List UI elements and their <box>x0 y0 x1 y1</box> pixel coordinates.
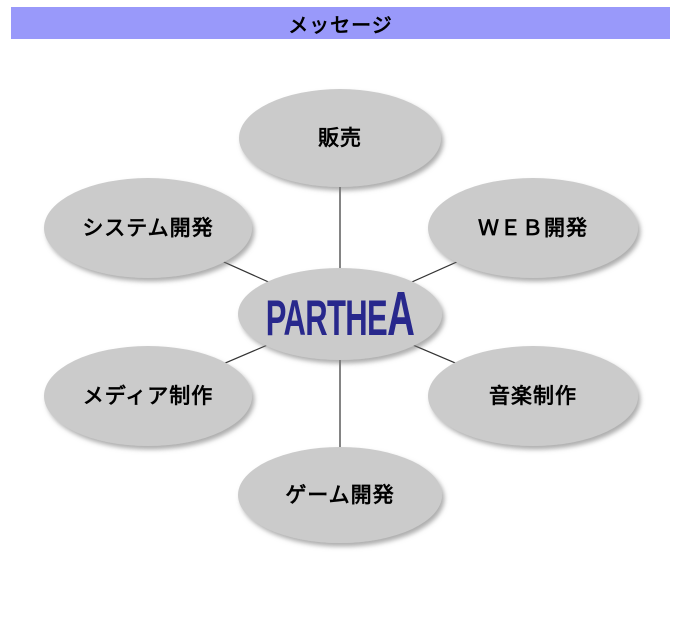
node-label-sales: 販売 <box>318 127 362 150</box>
node-label-system-development: システム開発 <box>82 217 213 240</box>
hub-ellipse <box>238 268 442 360</box>
node-label-web-development: ＷＥＢ開発 <box>478 217 588 240</box>
diagram-node-music-production: 音楽制作 <box>428 346 638 446</box>
node-ellipse-music-production <box>428 346 638 446</box>
section-header-bar: メッセージ <box>11 7 670 39</box>
diagram-node-parthea-hub: PARTHEA <box>238 268 442 360</box>
node-ellipse-web-development <box>428 178 638 278</box>
node-ellipse-game-development <box>238 447 442 543</box>
diagram-node-media-production: メディア制作 <box>44 346 252 446</box>
node-label-game-development: ゲーム開発 <box>285 484 394 507</box>
node-ellipse-sales <box>239 89 441 187</box>
node-ellipse-system-development <box>44 178 252 278</box>
logo-text-final-a: A <box>387 279 414 349</box>
diagram-node-web-development: ＷＥＢ開発 <box>428 178 638 278</box>
node-label-media-production: メディア制作 <box>83 384 214 408</box>
diagram-node-sales: 販売 <box>239 89 441 187</box>
node-label-music-production: 音楽制作 <box>489 384 577 408</box>
logo-text-main: PARTHE <box>266 289 387 345</box>
diagram-node-game-development: ゲーム開発 <box>238 447 442 543</box>
page-title: メッセージ <box>288 14 393 37</box>
node-ellipse-media-production <box>44 346 252 446</box>
diagram-node-system-development: システム開発 <box>44 178 252 278</box>
parthea-logo: PARTHEA <box>266 279 415 349</box>
